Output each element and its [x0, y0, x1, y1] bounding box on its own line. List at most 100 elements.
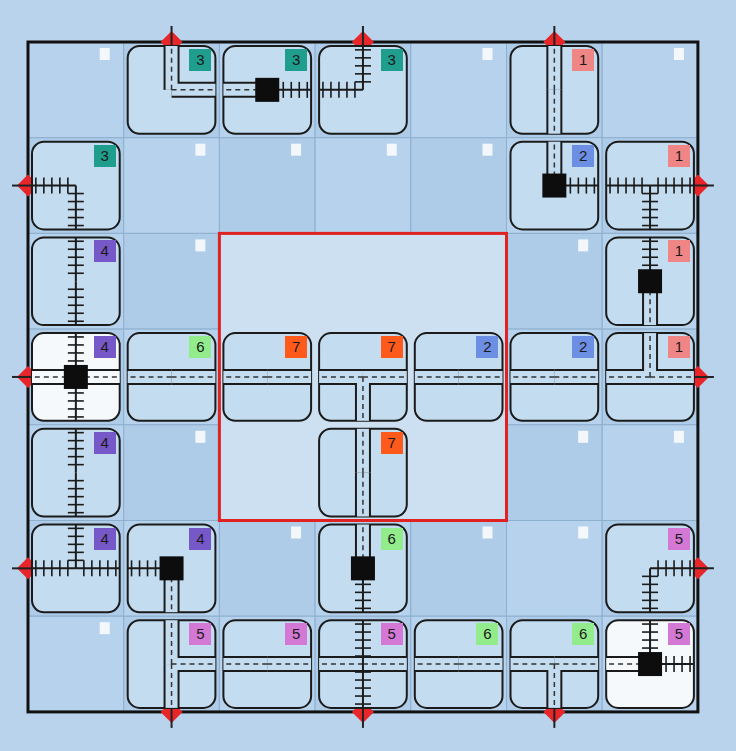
board-cell [124, 233, 220, 329]
rail-track [32, 185, 76, 187]
rail-tie [657, 178, 659, 194]
cell-mark [674, 431, 684, 443]
board-cell [315, 138, 411, 234]
rail-tie [68, 416, 84, 418]
road-track [128, 376, 172, 378]
route-tile [606, 620, 694, 708]
route-tile [606, 237, 694, 325]
rail-tie [355, 703, 371, 705]
board-cell [602, 616, 698, 712]
tile-number: 1 [668, 240, 690, 262]
rail-tie [681, 560, 683, 576]
route-tile [606, 333, 694, 421]
cell-mark [195, 144, 205, 156]
rail-tie [68, 480, 84, 482]
rail-track [362, 46, 364, 90]
road-track [606, 369, 650, 385]
rail-tie [131, 560, 133, 576]
route-tile [319, 525, 407, 613]
road-track [554, 658, 598, 670]
board-cell [124, 42, 220, 138]
cell-mark [291, 144, 301, 156]
tile-number: 7 [381, 336, 403, 358]
rail-tie [642, 576, 658, 578]
board-cell [315, 521, 411, 617]
route-tile [223, 46, 311, 134]
rail-tie [346, 82, 348, 98]
rail-tie [68, 312, 84, 314]
road-track [415, 371, 459, 383]
rail-tie [617, 178, 619, 194]
rail-tie [673, 178, 675, 194]
road-track [548, 664, 560, 708]
road-track [128, 371, 172, 383]
cell-mark [195, 239, 205, 251]
rail-track [75, 281, 77, 325]
road-track [511, 663, 555, 665]
road-track [267, 371, 311, 383]
rail-tie [642, 631, 658, 633]
board-cell [315, 42, 411, 138]
rail-tie [68, 344, 84, 346]
road-track [362, 377, 364, 421]
route-tile [128, 620, 216, 708]
cell-mark [578, 431, 588, 443]
road-track [319, 658, 363, 670]
rail-tie [355, 81, 371, 83]
rail-track [75, 186, 77, 230]
road-track [267, 369, 311, 385]
rail-tie [665, 178, 667, 194]
board-ground [28, 42, 698, 712]
road-track [511, 656, 555, 672]
road-track [554, 90, 556, 134]
rail-tie [642, 608, 658, 610]
road-track [459, 656, 503, 672]
rail-tie [43, 178, 45, 194]
rail-tie [282, 82, 284, 98]
road-track [362, 473, 364, 517]
route-tile: 4 [32, 525, 120, 613]
rail-tie [355, 600, 371, 602]
rail-tie [355, 655, 371, 657]
rail-tie [68, 225, 84, 227]
rail-track [75, 525, 77, 569]
tile-number: 2 [476, 336, 498, 358]
station [64, 365, 88, 389]
road-track [357, 429, 369, 473]
rail-tie [578, 178, 580, 194]
board-cell [411, 329, 507, 425]
rail-tie [609, 178, 611, 194]
rail-tie [642, 623, 658, 625]
road-track [511, 658, 555, 670]
rail-tie [594, 178, 596, 194]
cell-mark [674, 48, 684, 60]
route-tile [32, 237, 120, 325]
route-tile: 7 [223, 333, 311, 421]
route-tile [319, 333, 407, 421]
road-track [415, 656, 459, 672]
route-tile [606, 142, 694, 230]
board-cell [411, 521, 507, 617]
rail-tie [689, 656, 691, 672]
road-track [363, 663, 407, 665]
road-track [172, 663, 216, 665]
board-cell [411, 42, 507, 138]
board-cell [507, 42, 603, 138]
board-cell [411, 616, 507, 712]
rail-tie [322, 82, 324, 98]
rail-tie [67, 178, 69, 194]
board-cell [507, 425, 603, 521]
road-track [642, 333, 658, 377]
rail-tie [570, 178, 572, 194]
route-tile: 7 [319, 333, 407, 421]
road-track [223, 376, 267, 378]
board-cell [124, 329, 220, 425]
rail-tie [68, 240, 84, 242]
rail-track [362, 620, 364, 664]
road-track [267, 656, 311, 672]
road-track [548, 46, 560, 90]
road-track [650, 369, 694, 385]
rail-tie [355, 631, 371, 633]
road-track [319, 369, 363, 385]
